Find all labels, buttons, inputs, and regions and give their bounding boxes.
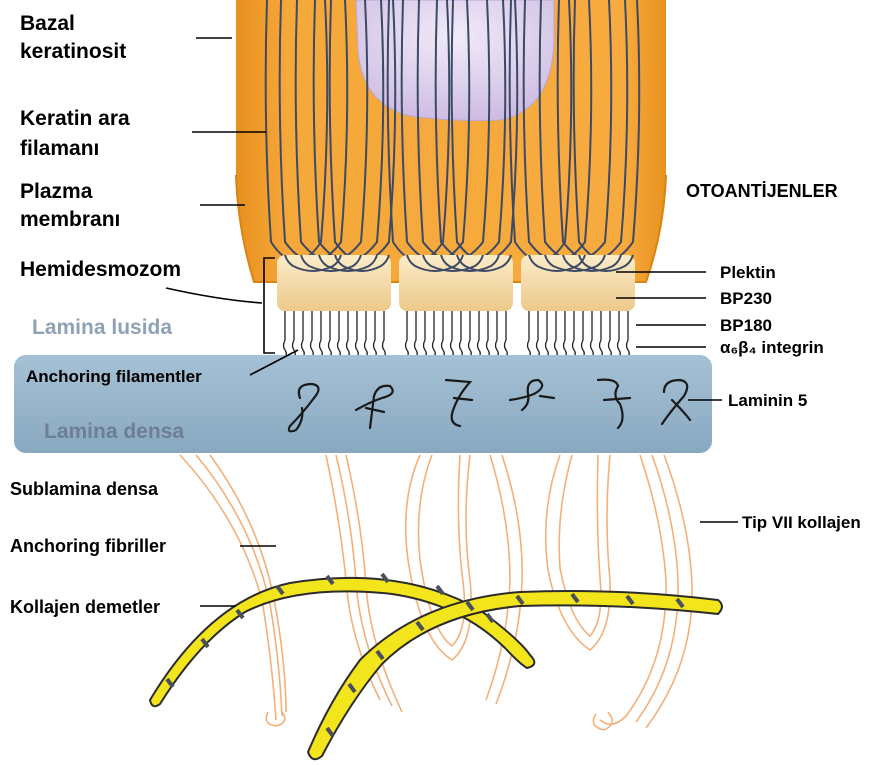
label-bp180: BP180 — [720, 316, 772, 335]
label-otoantijenler: OTOANTİJENLER — [686, 181, 838, 201]
anchoring-fibril-9 — [486, 455, 510, 700]
anchoring-fibril-3 — [210, 455, 286, 712]
label-anchoring-fibriller: Anchoring fibriller — [10, 536, 166, 556]
label-plektin: Plektin — [720, 263, 776, 282]
anchoring-filament-11 — [374, 311, 377, 358]
anchoring-filament-27 — [546, 311, 549, 358]
collagen-bundles — [150, 574, 722, 759]
anchoring-filament-35 — [618, 311, 621, 358]
anchoring-filament-22 — [487, 311, 490, 358]
anchoring-filament-36 — [627, 311, 630, 358]
label-integrin: α₆β₄ integrin — [720, 338, 824, 357]
anchoring-filament-14 — [415, 311, 418, 358]
anchoring-fibril-17 — [593, 712, 612, 730]
anchoring-filament-32 — [591, 311, 594, 358]
label-membrani: membranı — [20, 208, 120, 231]
label-keratin-ara: Keratin ara — [20, 107, 130, 130]
label-lamina-lusida: Lamina lusida — [32, 316, 172, 339]
anchoring-filament-30 — [573, 311, 576, 358]
label-hemidesmozom: Hemidesmozom — [20, 258, 181, 281]
hemidesmosome-plaque-1 — [277, 255, 391, 311]
anchoring-filament-15 — [424, 311, 427, 358]
anchoring-filament-10 — [365, 311, 368, 358]
anchoring-filament-1 — [284, 311, 287, 358]
anchoring-filament-4 — [311, 311, 314, 358]
anchoring-fibril-1 — [180, 455, 276, 720]
anchoring-filament-8 — [347, 311, 350, 358]
anchoring-filament-16 — [433, 311, 436, 358]
anchoring-filament-3 — [302, 311, 305, 358]
anchoring-filament-28 — [555, 311, 558, 358]
label-sublamina-densa: Sublamina densa — [10, 479, 159, 499]
anchoring-filament-6 — [329, 311, 332, 358]
anchoring-fibril-2 — [196, 455, 282, 716]
anchoring-filament-23 — [496, 311, 499, 358]
anchoring-filament-13 — [406, 311, 409, 358]
anchoring-filament-20 — [469, 311, 472, 358]
label-bazal: Bazal — [20, 12, 75, 35]
anchoring-filament-12 — [383, 311, 386, 358]
anchoring-filament-34 — [609, 311, 612, 358]
hemidesmosome-plaque-2 — [399, 255, 513, 311]
anchoring-fibril-14 — [636, 455, 678, 722]
anchoring-filament-17 — [442, 311, 445, 358]
label-bp230: BP230 — [720, 289, 772, 308]
label-kollajen-demetler: Kollajen demetler — [10, 597, 160, 617]
anchoring-filament-9 — [356, 311, 359, 358]
label-tip7: Tip VII kollajen — [742, 513, 861, 532]
label-filamani: filamanı — [20, 137, 99, 160]
anchoring-filament-29 — [564, 311, 567, 358]
anchoring-fibril-12 — [559, 455, 601, 636]
hemidesmosome-plaque-3 — [521, 255, 635, 311]
anchoring-filaments — [284, 311, 630, 358]
label-lamina-densa: Lamina densa — [44, 420, 184, 443]
leader-hemidesmozom — [166, 288, 262, 303]
label-anchoring-filamentler: Anchoring filamentler — [26, 367, 202, 386]
anchoring-filament-5 — [320, 311, 323, 358]
label-keratinosit: keratinosit — [20, 40, 126, 63]
anchoring-filament-21 — [478, 311, 481, 358]
anchoring-filament-18 — [451, 311, 454, 358]
anchoring-filament-24 — [505, 311, 508, 358]
anchoring-filament-33 — [600, 311, 603, 358]
anchoring-filament-25 — [528, 311, 531, 358]
anchoring-filament-31 — [582, 311, 585, 358]
anchoring-filament-26 — [537, 311, 540, 358]
anchoring-filament-19 — [460, 311, 463, 358]
anchoring-filament-7 — [338, 311, 341, 358]
label-laminin5: Laminin 5 — [728, 391, 807, 410]
label-plazma: Plazma — [20, 180, 93, 203]
